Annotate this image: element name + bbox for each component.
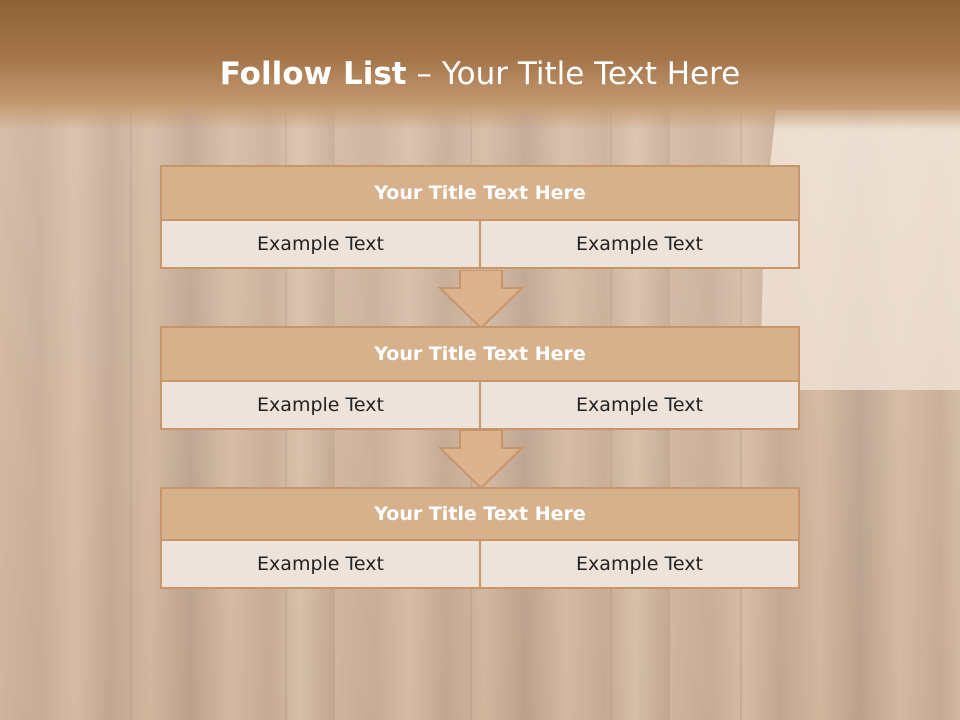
block-cell-right[interactable]: Example Text	[479, 380, 800, 430]
list-block-3: Your Title Text Here Example Text Exampl…	[160, 487, 800, 589]
title-banner	[0, 0, 960, 130]
block-title[interactable]: Your Title Text Here	[160, 326, 800, 382]
block-cell-left[interactable]: Example Text	[160, 219, 481, 269]
list-block-2: Your Title Text Here Example Text Exampl…	[160, 326, 800, 430]
down-arrow-icon	[438, 430, 524, 490]
block-row: Example Text Example Text	[160, 219, 800, 269]
list-block-1: Your Title Text Here Example Text Exampl…	[160, 165, 800, 269]
down-arrow-icon	[438, 270, 524, 330]
block-cell-right[interactable]: Example Text	[479, 219, 800, 269]
block-cell-left[interactable]: Example Text	[160, 539, 481, 589]
block-title[interactable]: Your Title Text Here	[160, 487, 800, 541]
block-title[interactable]: Your Title Text Here	[160, 165, 800, 221]
block-row: Example Text Example Text	[160, 539, 800, 589]
block-row: Example Text Example Text	[160, 380, 800, 430]
slide-title-bold: Follow List	[219, 56, 407, 92]
block-cell-left[interactable]: Example Text	[160, 380, 481, 430]
slide-title: Follow List – Your Title Text Here	[0, 56, 960, 92]
block-cell-right[interactable]: Example Text	[479, 539, 800, 589]
slide-title-rest: – Your Title Text Here	[406, 56, 741, 92]
